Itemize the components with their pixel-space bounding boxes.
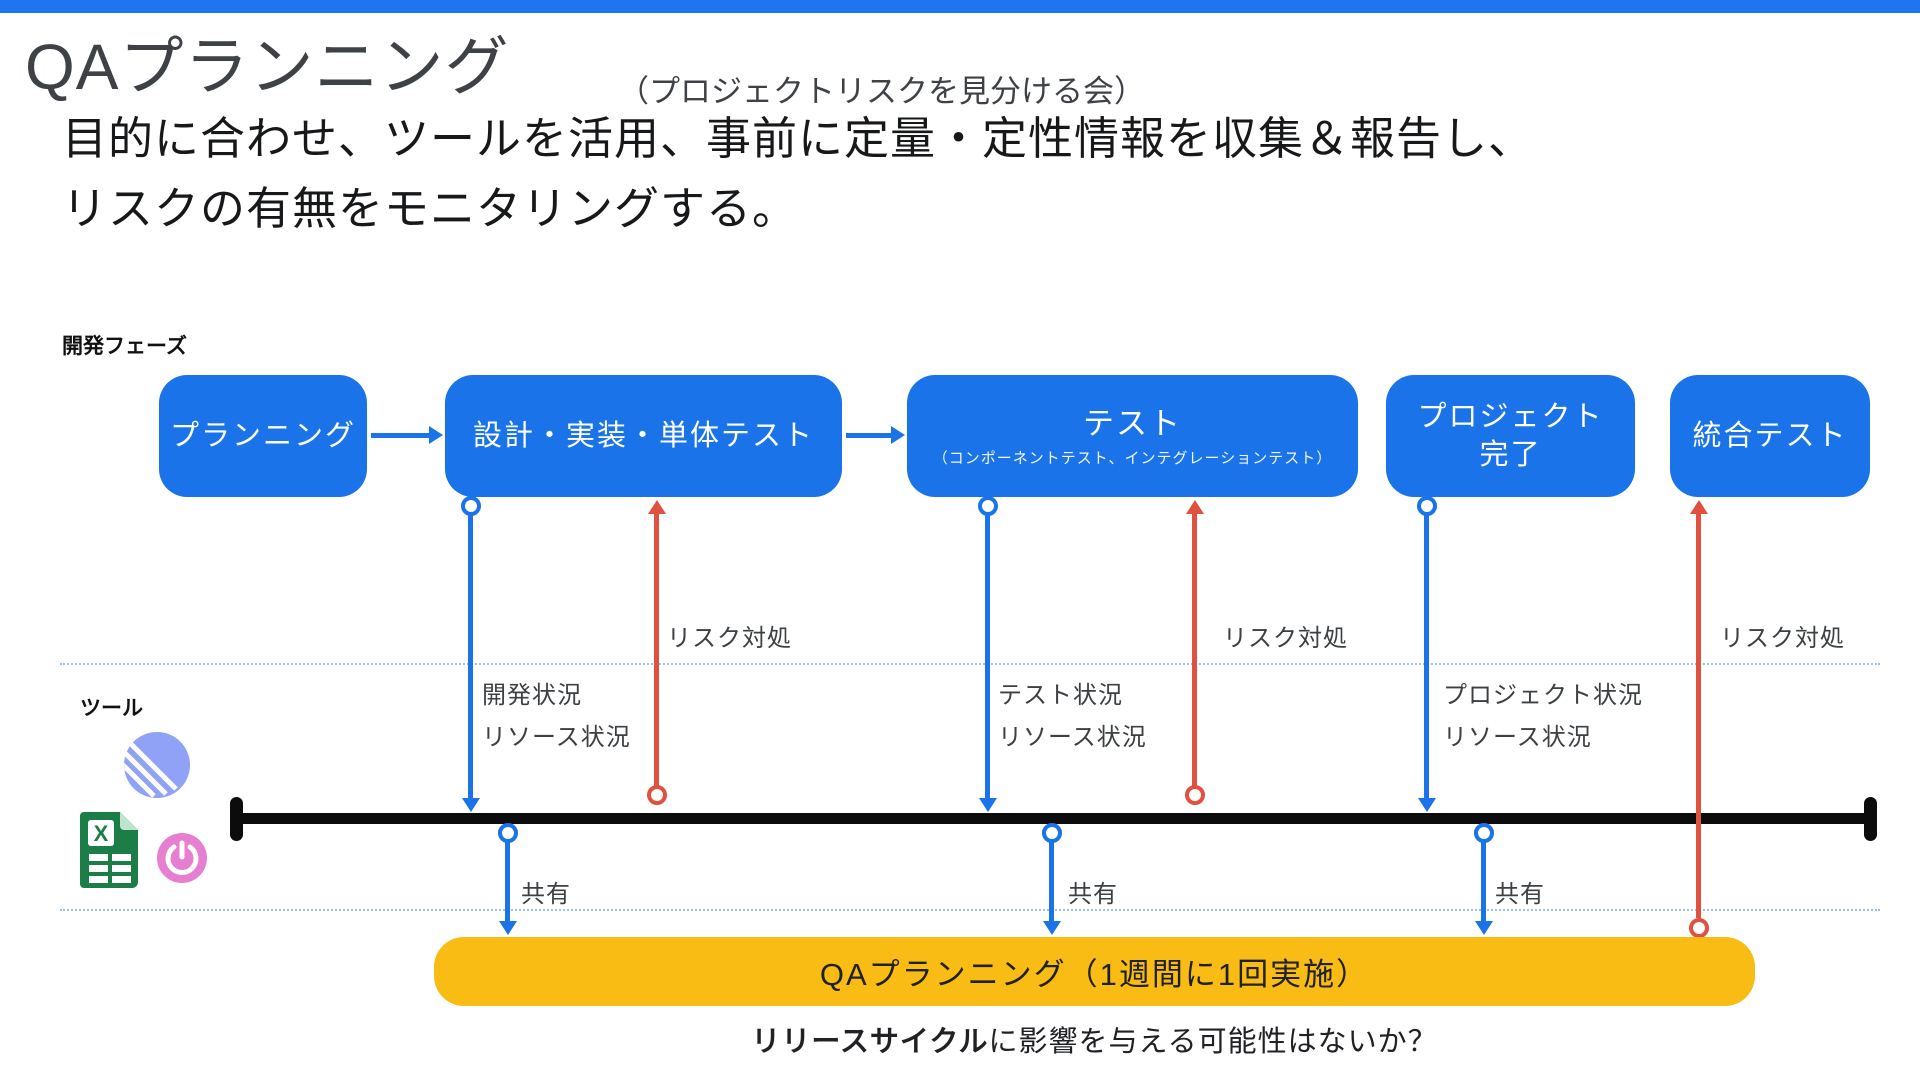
phase-label: プロジェクト: [1417, 401, 1604, 433]
phase-label-line2: 完了: [1479, 439, 1542, 471]
description-line-2: リスクの有無をモニタリングする。: [62, 183, 799, 234]
footer-question-rest: に影響を与える可能性はないか？: [988, 1026, 1438, 1058]
qa-planning-bar-label: QAプランニング（1週間に1回実施）: [819, 957, 1370, 992]
description-text: 目的に合わせ、ツールを活用、事前に定量・定性情報を収集＆報告し、 リスクの有無を…: [62, 104, 1534, 244]
status-label-project: プロジェクト状況: [1443, 682, 1643, 709]
arrow-right-icon: [891, 426, 905, 444]
risk-label-1: リスク対処: [667, 625, 792, 652]
svg-text:X: X: [94, 821, 109, 846]
status-label-test-resource: リソース状況: [998, 724, 1147, 751]
arrow-up-icon: [648, 500, 666, 514]
page-subtitle: （プロジェクトリスクを見分ける会）: [618, 74, 1145, 109]
share-label-3: 共有: [1495, 881, 1545, 908]
timeline-bar: [237, 813, 1877, 824]
phase-box-project-complete: プロジェクト 完了: [1386, 375, 1635, 497]
risk-label-2: リスク対処: [1223, 625, 1348, 652]
phase-box-test: テスト （コンポーネントテスト、インテグレーションテスト）: [907, 375, 1358, 497]
top-accent-bar: [0, 0, 1920, 13]
arrow-down-icon: [1418, 798, 1436, 812]
phase-label: プランニング: [169, 420, 356, 452]
arrow-down-icon: [1475, 921, 1493, 935]
arrow-down-icon: [979, 798, 997, 812]
risk-label-3: リスク対処: [1720, 625, 1845, 652]
footer-question-bold: リリースサイクル: [751, 1026, 989, 1058]
phase-label: テスト: [1083, 405, 1182, 441]
phase-box-integration-test: 統合テスト: [1670, 375, 1870, 497]
share-label-2: 共有: [1068, 881, 1118, 908]
striped-circle-tool-icon: [124, 732, 190, 803]
status-label-dev-resource: リソース状況: [482, 724, 631, 751]
spreadsheet-tool-icon: X: [80, 812, 138, 893]
arrow-down-icon: [499, 921, 517, 935]
page-title: QAプランニング: [25, 31, 510, 103]
dotted-divider-lower: [60, 909, 1880, 911]
tools-section-label: ツール: [80, 697, 143, 720]
arrow-down-icon: [1043, 921, 1061, 935]
qa-planning-bar: QAプランニング（1週間に1回実施）: [434, 937, 1755, 1006]
phase-box-planning: プランニング: [159, 375, 367, 497]
timeline-left-cap: [230, 797, 243, 841]
arrow-up-icon: [1186, 500, 1204, 514]
share-label-1: 共有: [521, 881, 571, 908]
status-label-dev: 開発状況: [482, 682, 582, 709]
status-label-test: テスト状況: [998, 682, 1123, 709]
phase-label: 統合テスト: [1692, 420, 1848, 452]
phase-box-design-impl-unittest: 設計・実装・単体テスト: [445, 375, 842, 497]
status-label-project-resource: リソース状況: [1443, 724, 1592, 751]
phase-label: 設計・実装・単体テスト: [472, 420, 814, 452]
dotted-divider-upper: [60, 663, 1880, 665]
power-button-tool-icon: [157, 833, 207, 888]
phases-section-label: 開発フェーズ: [62, 335, 187, 358]
arrow-down-icon: [462, 798, 480, 812]
phase-sublabel: （コンポーネントテスト、インテグレーションテスト）: [932, 449, 1333, 467]
arrow-right-icon: [429, 426, 443, 444]
description-line-1: 目的に合わせ、ツールを活用、事前に定量・定性情報を収集＆報告し、: [62, 113, 1535, 164]
timeline-right-cap: [1864, 797, 1877, 841]
footer-question: リリースサイクルに影響を与える可能性はないか？: [434, 1018, 1755, 1060]
arrow-up-icon: [1690, 500, 1708, 514]
